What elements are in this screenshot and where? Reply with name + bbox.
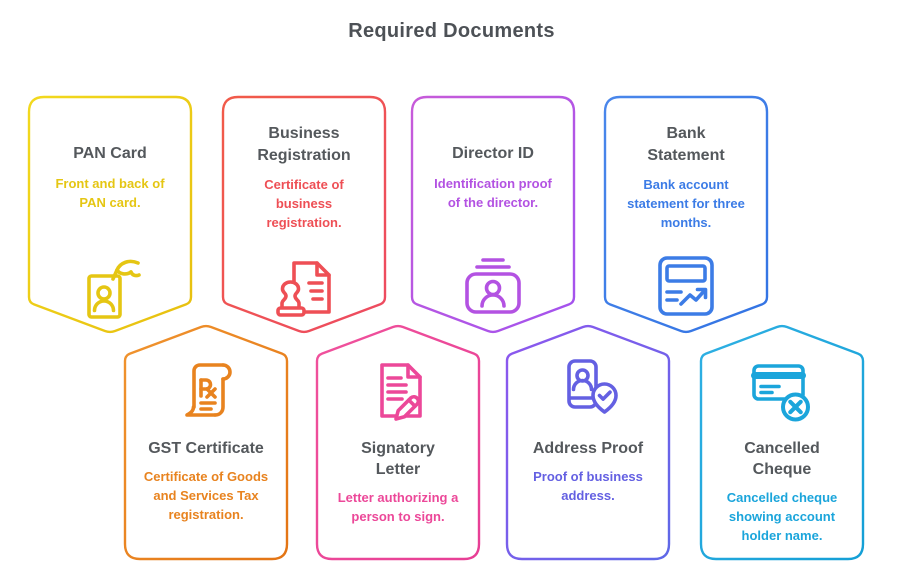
- card-outline: [410, 95, 576, 334]
- card-outline: [27, 95, 193, 334]
- card-address-proof: Address Proof Proof of business address.: [505, 322, 671, 563]
- card-description: Letter authorizing a person to sign.: [337, 490, 459, 525]
- card-outline: [123, 324, 289, 561]
- card-outline: [221, 95, 387, 334]
- card-description: Cancelled cheque showing account holder …: [726, 490, 838, 544]
- id-card-in-hand-icon: [87, 259, 141, 319]
- card-description: Certificate of Goods and Services Tax re…: [143, 469, 269, 523]
- card-outline: [603, 95, 769, 334]
- card-title: Business Registration: [257, 125, 351, 164]
- card-outline: [699, 324, 865, 561]
- card-business-registration: Business Registration Certificate of bus…: [221, 95, 387, 334]
- card-title: Cancelled Cheque: [744, 440, 820, 479]
- card-title: PAN Card: [73, 145, 147, 163]
- document-stamp-icon: [276, 261, 331, 317]
- card-title: Signatory Letter: [361, 440, 435, 479]
- card-description: Bank account statement for three months.: [627, 176, 745, 230]
- letter-pencil-icon: [380, 363, 422, 421]
- rx-scroll-icon: [185, 363, 232, 417]
- card-description: Identification proof of the director.: [434, 175, 552, 210]
- card-title: Director ID: [452, 145, 534, 163]
- card-title: GST Certificate: [148, 440, 264, 457]
- id-badge-icon: [465, 258, 521, 314]
- card-title: Address Proof: [532, 440, 644, 457]
- card-bank-statement: Bank Statement Bank account statement fo…: [603, 95, 769, 334]
- card-description: Certificate of business registration.: [264, 176, 344, 230]
- card-director-id: Director ID Identification proof of the …: [410, 95, 576, 334]
- card-gst-certificate: GST Certificate Certificate of Goods and…: [123, 322, 289, 563]
- card-title: Bank Statement: [647, 125, 725, 164]
- card-outline: [315, 324, 481, 561]
- card-signatory-letter: Signatory Letter Letter authorizing a pe…: [315, 322, 481, 563]
- card-description: Front and back of PAN card.: [55, 175, 165, 210]
- card-description: Proof of business address.: [533, 469, 643, 504]
- card-cancelled-cheque: Cancelled Cheque Cancelled cheque showin…: [699, 322, 865, 563]
- bank-statement-chart-icon: [658, 256, 714, 316]
- page-title: Required Documents: [348, 20, 555, 42]
- phone-location-pin-icon: [567, 359, 618, 414]
- cheque-cancelled-icon: [751, 364, 810, 422]
- card-pan-card: PAN Card Front and back of PAN card.: [27, 95, 193, 334]
- card-outline: [505, 324, 671, 561]
